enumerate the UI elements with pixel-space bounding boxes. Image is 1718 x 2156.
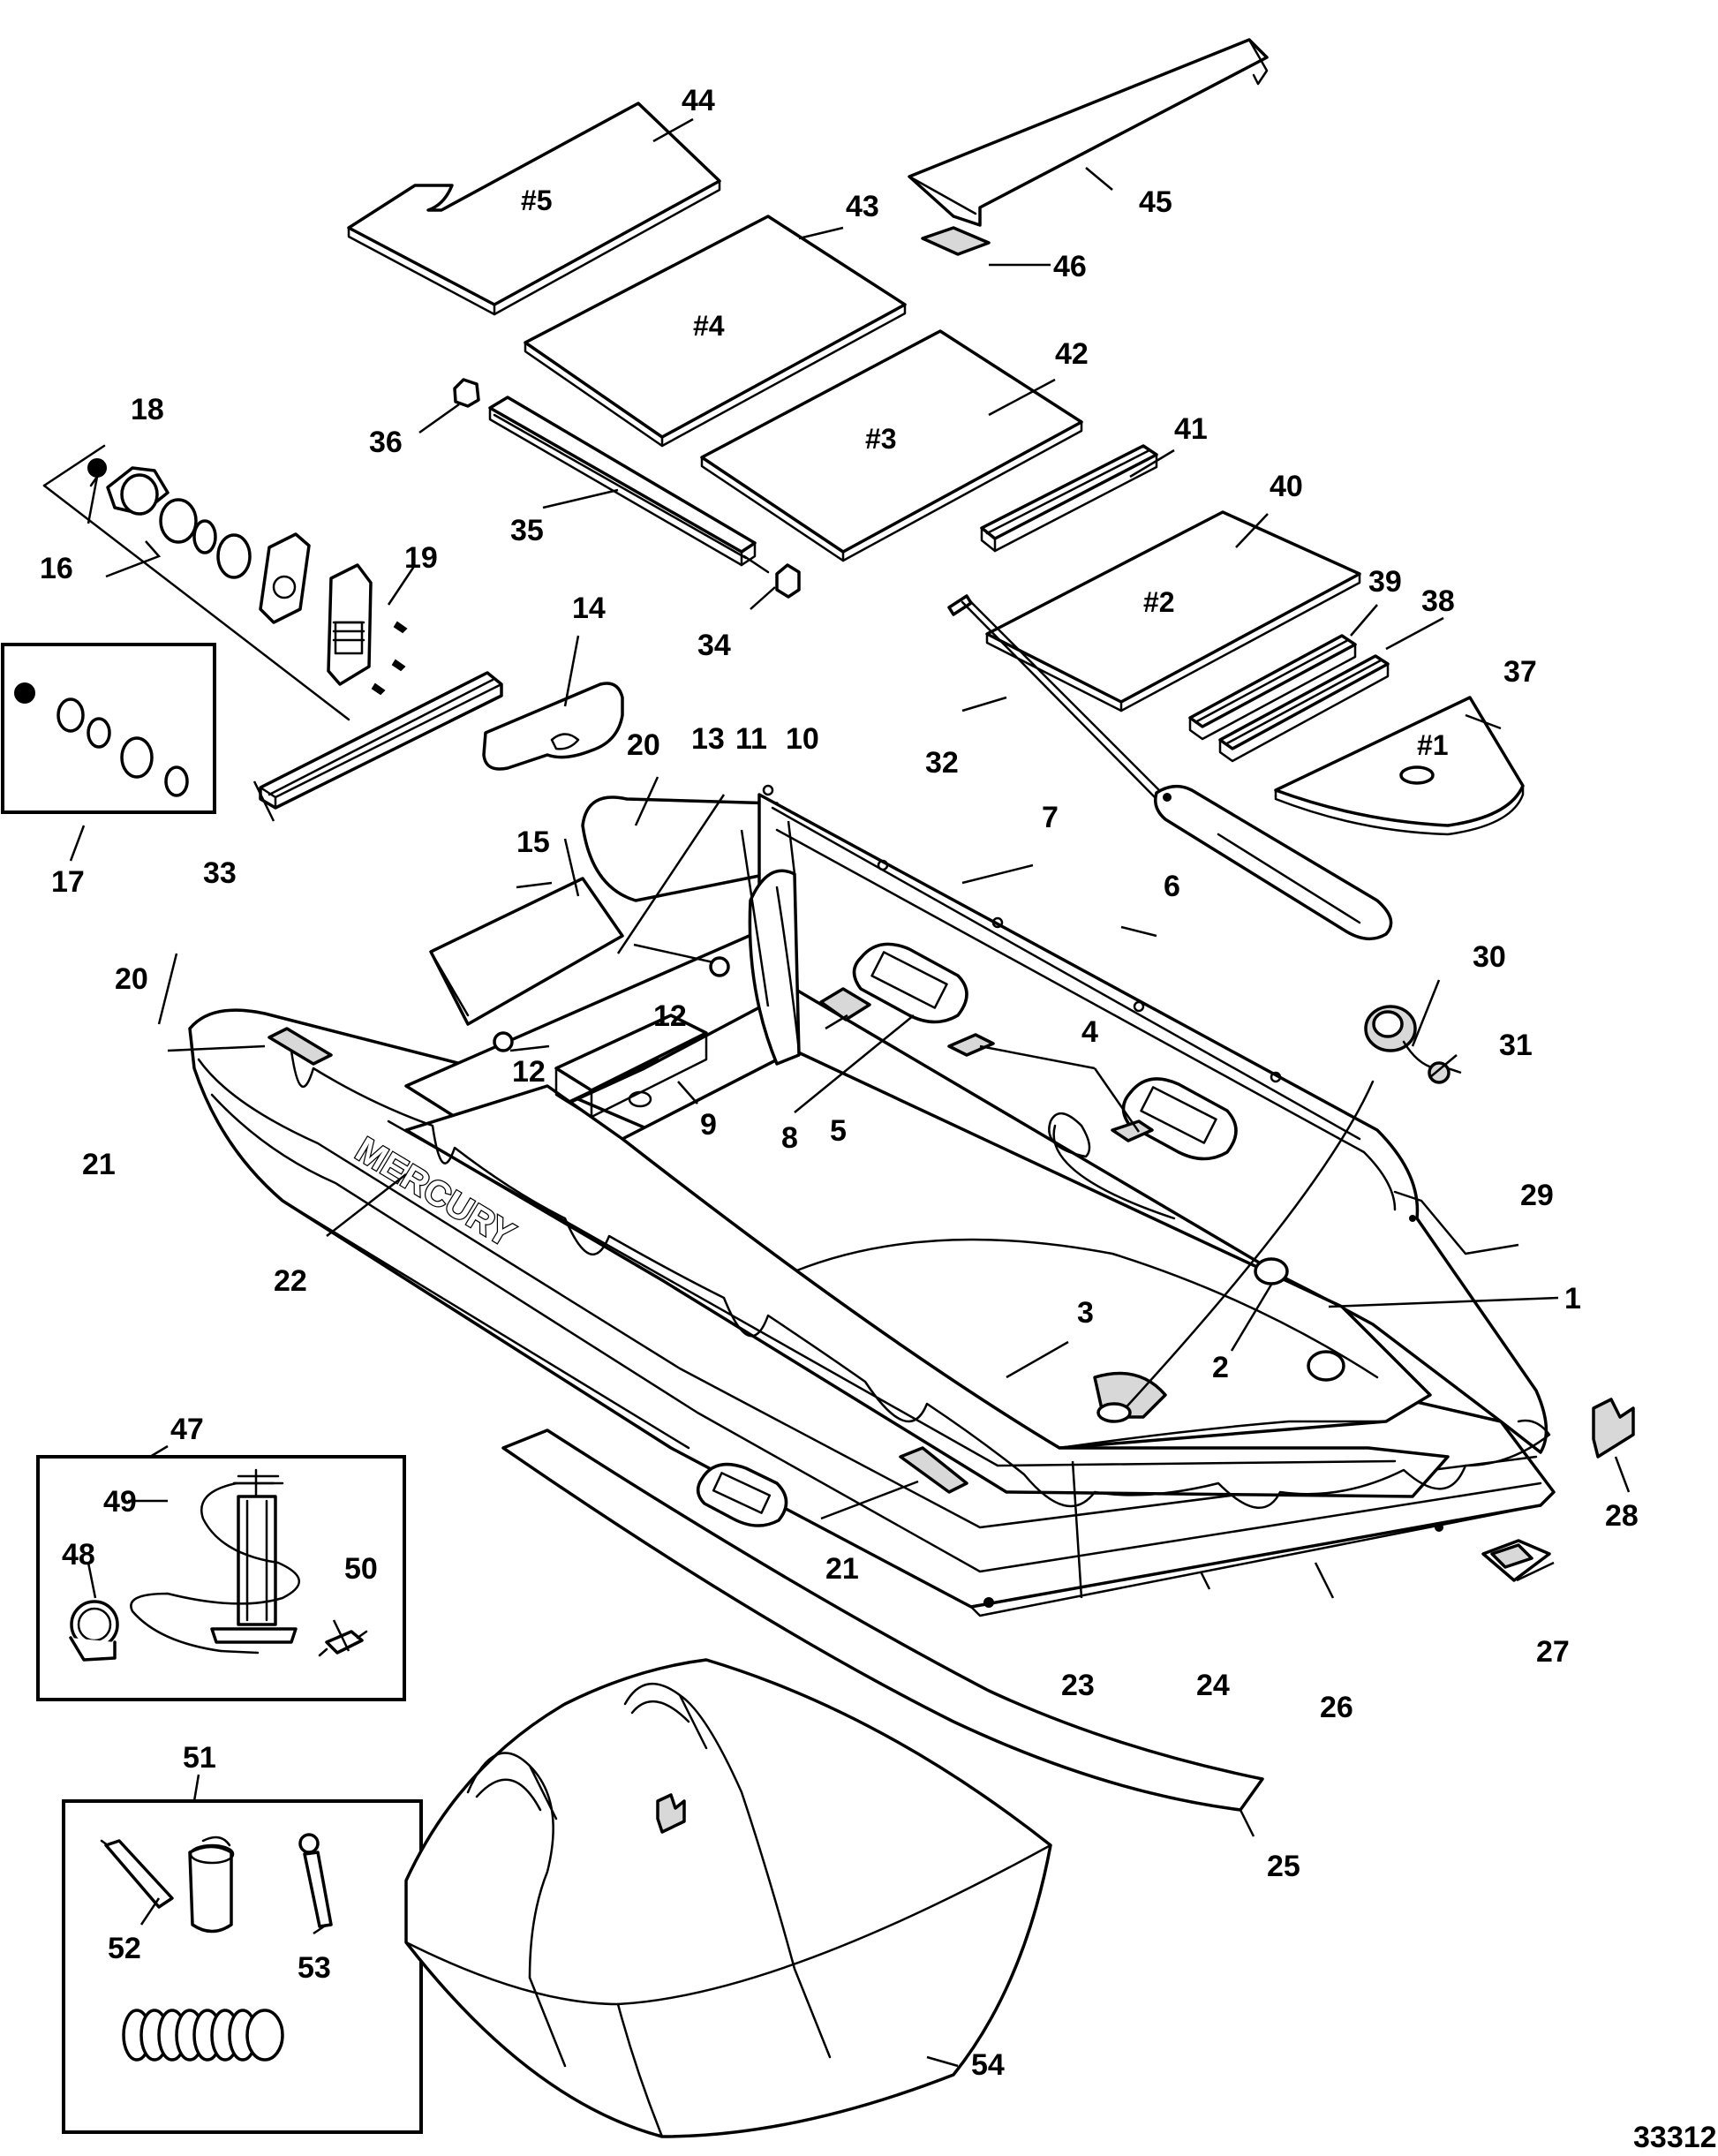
leader-lines: [69, 117, 1631, 2068]
callout-15: 15: [516, 825, 550, 859]
stringer-35: [488, 396, 770, 574]
seat-2-label: #2: [1143, 586, 1175, 618]
callout-6: 6: [1164, 870, 1180, 903]
floorboard-1-bow: #1: [1274, 696, 1525, 836]
seat-5-label: #5: [521, 185, 553, 216]
callout-14: 14: [572, 592, 606, 625]
carry-bag-54: [404, 1658, 1052, 2138]
callout-46: 46: [1053, 250, 1087, 283]
callout-12-right: 12: [653, 999, 687, 1033]
callout-18: 18: [131, 393, 164, 426]
callout-21-bottom: 21: [825, 1552, 859, 1586]
callout-54: 54: [971, 2048, 1005, 2082]
pump-kit-box: [36, 1455, 406, 1701]
floorboard-2: #2: [985, 510, 1361, 712]
callout-50: 50: [344, 1552, 378, 1586]
callout-33: 33: [203, 856, 237, 890]
callout-12-left: 12: [512, 1055, 546, 1089]
valve-assembly-kit: [42, 444, 408, 721]
figure-id: 33312: [1633, 2121, 1717, 2154]
callout-20-top: 20: [627, 728, 660, 762]
oar-32: [947, 594, 1393, 940]
callout-53: 53: [298, 1951, 331, 1985]
callout-24: 24: [1196, 1669, 1230, 1702]
callout-38: 38: [1421, 584, 1455, 618]
callout-9: 9: [700, 1108, 717, 1142]
callout-28: 28: [1605, 1499, 1639, 1533]
stringer-39: [1188, 634, 1357, 741]
callout-2: 2: [1212, 1351, 1229, 1384]
callout-17: 17: [51, 865, 85, 899]
callout-26: 26: [1320, 1691, 1353, 1724]
keel-strip-25: [501, 1429, 1264, 1812]
transom-board-15: [429, 877, 624, 1026]
callout-40: 40: [1270, 470, 1303, 503]
callout-49: 49: [103, 1485, 137, 1519]
callout-48: 48: [62, 1538, 95, 1572]
callout-1: 1: [1564, 1282, 1581, 1315]
callout-23: 23: [1061, 1669, 1095, 1702]
callout-22: 22: [274, 1264, 307, 1298]
callout-16: 16: [40, 552, 73, 585]
seat-3-label: #3: [865, 423, 897, 455]
callout-30: 30: [1473, 940, 1506, 974]
repair-kit-box: [62, 1799, 423, 2134]
seat-4-label: #4: [693, 310, 725, 342]
callout-29: 29: [1520, 1179, 1554, 1212]
callout-numbers: 1 2 3 4 5 6 7 8 9 10 11 12 12 13 14 15 1…: [40, 84, 1639, 2082]
floorboard-5: #5: [347, 102, 721, 316]
callout-4: 4: [1081, 1015, 1098, 1049]
callout-8: 8: [781, 1121, 798, 1155]
valve-30-31: [1364, 1005, 1451, 1084]
callout-27: 27: [1536, 1635, 1570, 1669]
transom-plate: [908, 38, 1269, 227]
callout-7: 7: [1042, 801, 1059, 834]
stringer-41: [980, 444, 1158, 553]
callout-43: 43: [846, 190, 879, 223]
callout-47: 47: [170, 1413, 204, 1446]
floorboard-4: #4: [524, 215, 907, 448]
callout-45: 45: [1139, 185, 1172, 219]
callout-21-left: 21: [82, 1148, 116, 1181]
inflatable-boat-hull: MERCURY: [188, 784, 1635, 1617]
callout-3: 3: [1077, 1296, 1094, 1330]
callout-36: 36: [369, 426, 403, 459]
callout-10: 10: [786, 722, 819, 756]
seat-1-label: #1: [1417, 729, 1449, 761]
callout-35: 35: [510, 514, 544, 547]
pouch-14: [482, 682, 624, 771]
valve-seal-kit-box: [1, 643, 216, 814]
clip-36: [453, 378, 480, 408]
callout-34: 34: [697, 629, 731, 662]
callout-37: 37: [1503, 655, 1537, 689]
callout-44: 44: [682, 84, 715, 117]
stringer-38: [1218, 654, 1390, 763]
side-rail-long: [259, 671, 503, 810]
transom-bracket: [921, 226, 991, 256]
callout-5: 5: [830, 1114, 847, 1148]
callout-31: 31: [1499, 1029, 1533, 1062]
floorboard-3: #3: [700, 329, 1083, 562]
callout-32: 32: [925, 746, 959, 780]
callout-11: 11: [735, 722, 767, 756]
callout-41: 41: [1174, 412, 1208, 446]
clip-34: [775, 563, 801, 599]
callout-25: 25: [1267, 1850, 1300, 1883]
callout-51: 51: [183, 1741, 216, 1775]
callout-52: 52: [108, 1932, 141, 1965]
callout-39: 39: [1368, 565, 1402, 599]
callout-42: 42: [1055, 337, 1089, 371]
callout-13: 13: [691, 722, 725, 756]
callout-19: 19: [404, 541, 438, 575]
callout-20-left: 20: [115, 962, 148, 996]
